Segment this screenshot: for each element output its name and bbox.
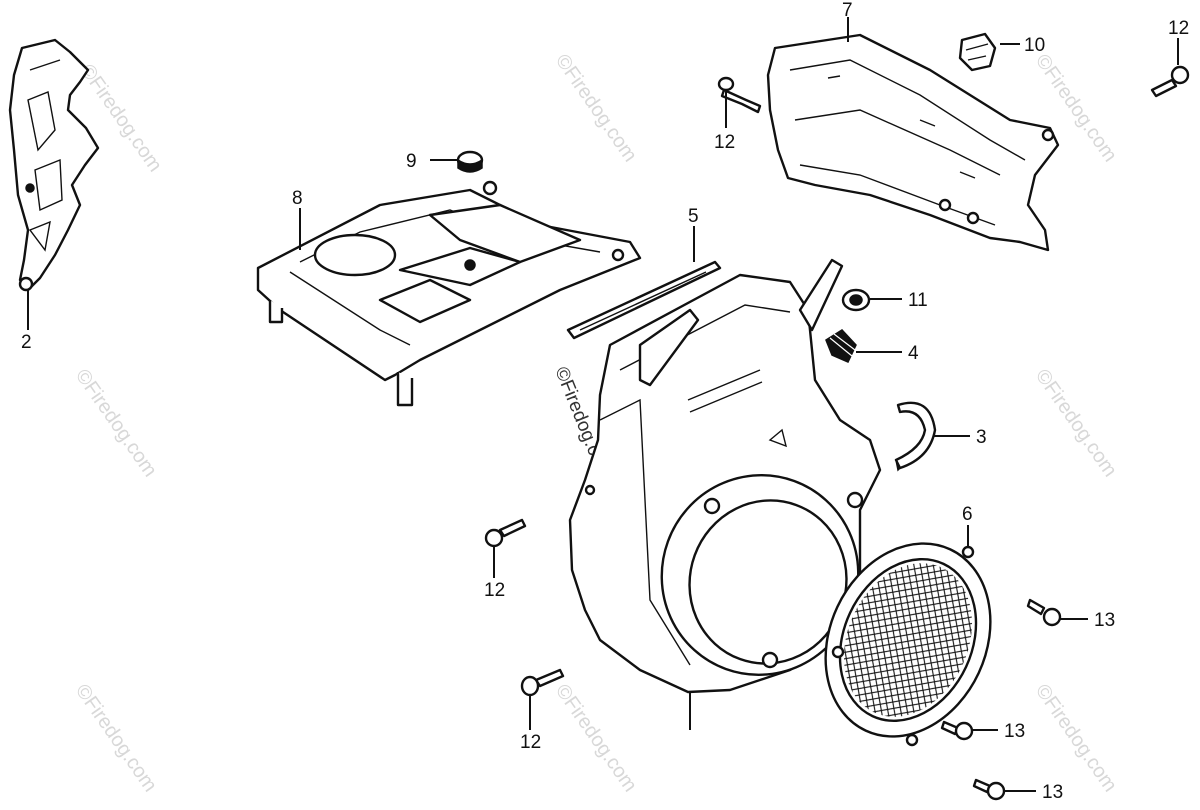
part-10-clip (958, 32, 997, 72)
part-2-side-guard (8, 38, 100, 292)
bolt-12-top-right (1150, 65, 1190, 98)
part-1-fan-housing (568, 258, 882, 694)
watermark-2: ©Firedog.com (551, 50, 641, 166)
callout-labels: 2 8 9 7 10 12 12 5 11 4 3 6 12 12 13 13 … (21, 0, 1189, 803)
bolt-13-b (940, 720, 974, 741)
callout-6: 6 (962, 504, 973, 525)
part-7-upper-shroud (766, 33, 1060, 252)
watermark-4: ©Firedog.com (71, 365, 161, 481)
callout-13-c: 13 (1042, 782, 1063, 803)
bolt-13-a (1026, 598, 1062, 627)
watermark-7: ©Firedog.com (551, 680, 641, 796)
callout-12-top-right: 12 (1168, 18, 1189, 39)
bolt-13-c (972, 778, 1006, 801)
callout-12-top-left: 12 (714, 132, 735, 153)
callout-11: 11 (908, 290, 928, 311)
leader-lines (27, 17, 1179, 792)
part-11-grommet (841, 288, 871, 312)
bolt-12-mid (484, 518, 527, 548)
watermark-8: ©Firedog.com (1031, 680, 1121, 796)
watermark-5: ©Firedog.com (1031, 365, 1121, 481)
part-4-spring (825, 329, 857, 363)
part-3-seal-arc (894, 401, 937, 472)
part-9-plug (456, 150, 484, 173)
callout-9: 9 (406, 151, 417, 172)
callout-7: 7 (842, 0, 853, 21)
callout-12-bottom: 12 (520, 732, 541, 753)
part-5-strip-seal (566, 260, 722, 340)
callout-12-mid: 12 (484, 580, 505, 601)
callout-3: 3 (976, 427, 987, 448)
callout-8: 8 (292, 188, 303, 209)
bolt-12-top-left (717, 76, 762, 114)
callout-4: 4 (908, 343, 919, 364)
callout-13-b: 13 (1004, 721, 1025, 742)
callout-10: 10 (1024, 35, 1045, 56)
callout-5: 5 (688, 206, 699, 227)
part-8-base-plate (256, 180, 642, 407)
watermark-6: ©Firedog.com (71, 680, 161, 796)
callout-13-a: 13 (1094, 610, 1115, 631)
callout-2: 2 (21, 332, 32, 353)
